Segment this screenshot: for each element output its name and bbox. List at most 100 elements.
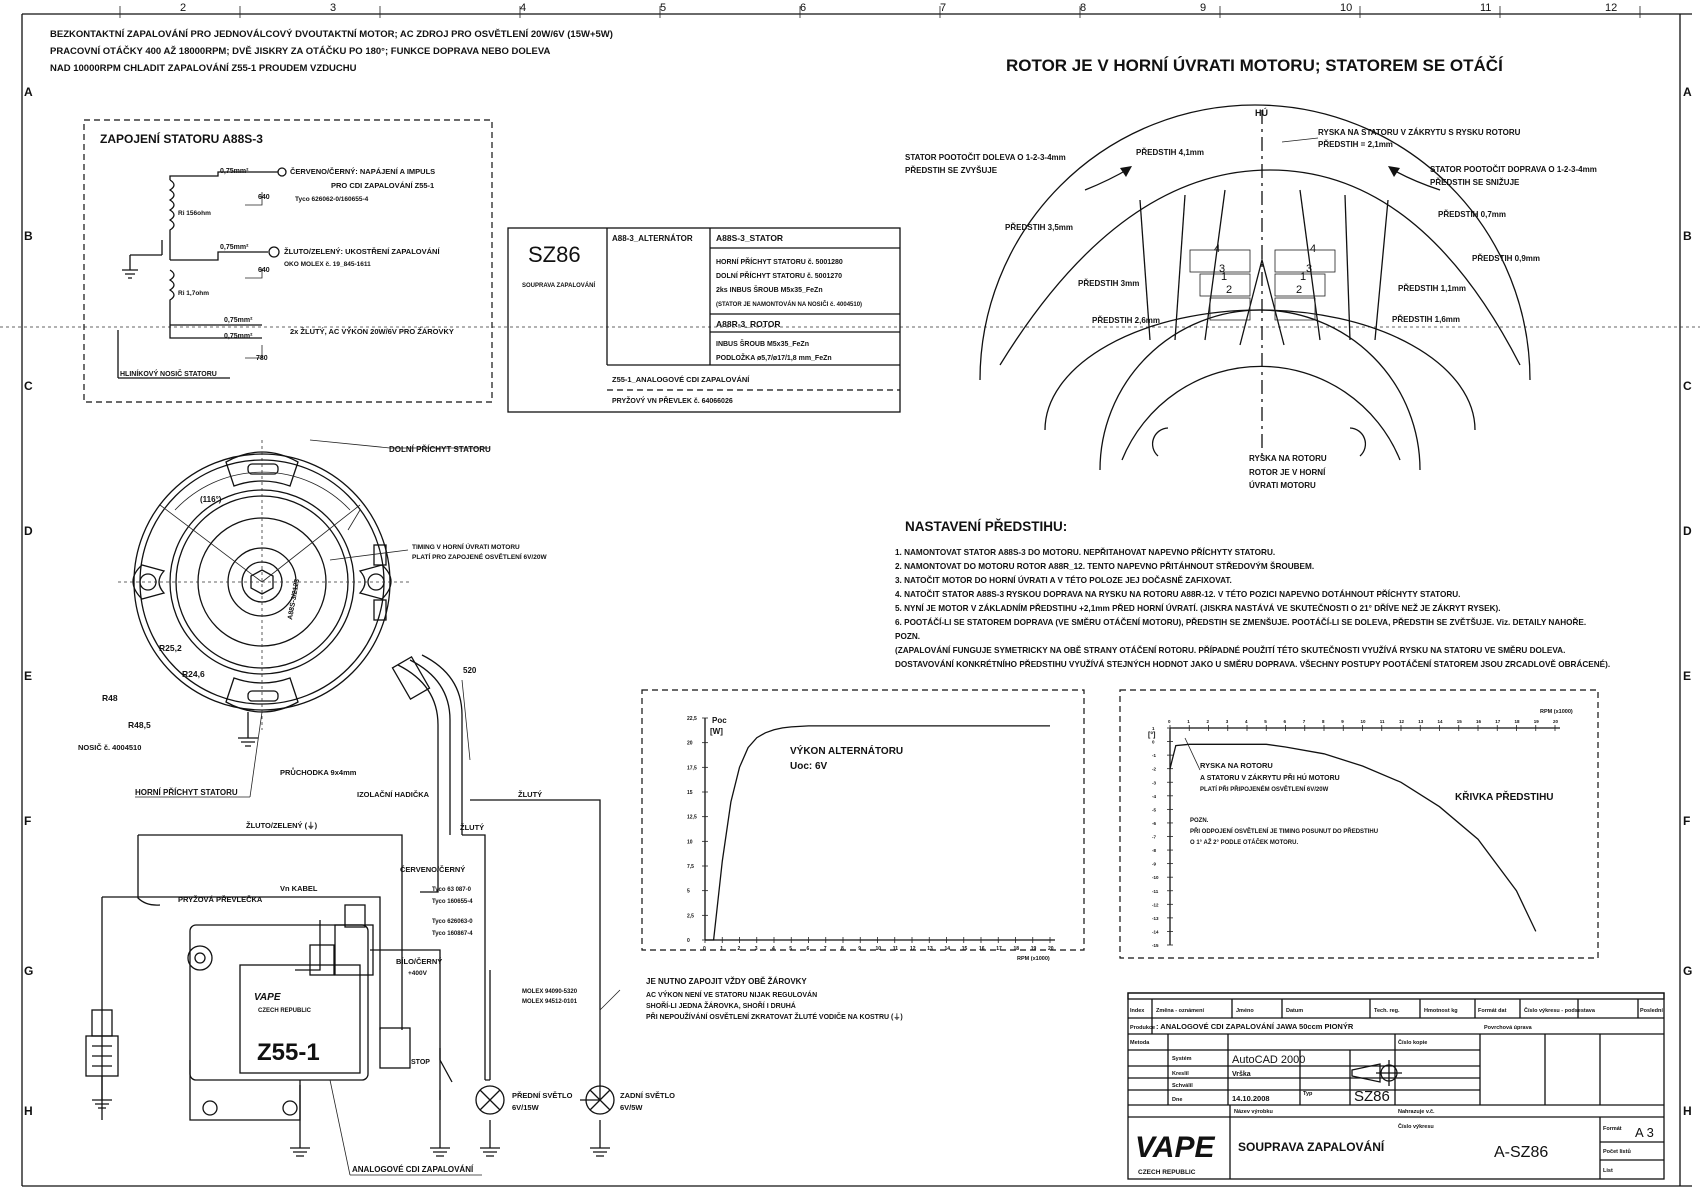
tb-label: Nahrazuje v.č. (1398, 1109, 1435, 1115)
stator-part-number: A88S-3/2123 (287, 578, 301, 620)
frame-col-label: 9 (1200, 2, 1206, 14)
stator-part-label: A88S-3_STATOR (716, 233, 783, 243)
alternator-drawing: (116°) TIMING V HORNÍ ÚVRATI MOTORU PLAT… (78, 439, 547, 799)
vape-logo-sub: CZECH REPUBLIC (1138, 1169, 1196, 1176)
tyco-connector: Tyco 626063-0 (432, 919, 473, 925)
top-dead-centre-mark: HÚ (1255, 107, 1268, 118)
x-tick-label: 10 (876, 946, 882, 952)
frame-row-label: C (1683, 379, 1692, 393)
frame-row-label: A (24, 85, 33, 99)
tyco-connector: Tyco 160655-4 (432, 899, 473, 905)
y-tick-label: -2 (1152, 767, 1156, 772)
x-tick-label: 13 (927, 946, 933, 952)
y-tick-label: -11 (1152, 889, 1159, 894)
resistance-1: Ri 156ohm (178, 210, 211, 217)
lower-clamp-label: DOLNÍ PŘÍCHYT STATORU (389, 445, 491, 454)
aluminium-carrier-label: HLINÍKOVÝ NOSIČ STATORU (120, 369, 217, 378)
chart2-note-2: PŘI ODPOJENÍ OSVĚTLENÍ JE TIMING POSUNUT… (1190, 827, 1378, 835)
advance-value: PŘEDSTIH 2,6mm (1092, 316, 1160, 325)
chart2-note-3: O 1° AŽ 2° PODLE OTÁČEK MOTORU. (1190, 838, 1298, 846)
scale-number: 1 (1221, 271, 1227, 283)
molex-connector: MOLEX 94512-0101 (522, 999, 578, 1005)
wire-gauge: 0,75mm² (224, 333, 253, 340)
left-turn-label: STATOR POOTOČIT DOLEVA O 1-2-3-4mm (905, 153, 1066, 162)
x-tick-label: 16 (979, 946, 985, 952)
y-tick-label: 7,5 (687, 864, 694, 870)
label-yellow-green-wire: ŽLUTO/ZELENÝ (⏚) (246, 821, 318, 830)
stator-box-title: ZAPOJENÍ STATORU A88S-3 (100, 131, 263, 146)
x-tick-label: 11 (893, 946, 899, 952)
y-tick-label: 22,5 (687, 716, 697, 722)
frame-row-label: E (1683, 669, 1691, 683)
lamp-note: PŘI NEPOUŽÍVÁNÍ OSVĚTLENÍ ZKRATOVAT ŽLUT… (646, 1012, 903, 1021)
x-tick-label: 4 (1245, 719, 1248, 724)
chart1-yunit: [W] (710, 727, 723, 736)
label-rear-light: ZADNÍ SVĚTLO (620, 1091, 675, 1100)
chart1-label: VÝKON ALTERNÁTORU (790, 744, 903, 757)
x-tick-label: 19 (1031, 946, 1037, 952)
tb-header: Číslo výkresu - podsestava (1524, 1007, 1596, 1014)
advance-curve (1169, 743, 1537, 932)
chart2-note: POZN. (1190, 818, 1209, 824)
tb-label: Kreslil (1172, 1071, 1189, 1077)
x-tick-label: 7 (1303, 719, 1306, 724)
tb-date: 14.10.2008 (1232, 1094, 1270, 1103)
setup-note-label: POZN. (895, 632, 920, 641)
upper-clamp-label: HORNÍ PŘÍCHYT STATORU (135, 788, 238, 797)
y-tick-label: 5 (687, 889, 690, 895)
cdi-boot-label: PRYŽOVÝ VN PŘEVLEK č. 64066026 (612, 396, 733, 405)
tb-label: Typ (1303, 1091, 1313, 1097)
x-tick-label: 8 (1322, 719, 1325, 724)
stator-item: 2ks INBUS ŠROUB M5x35_FeZn (716, 285, 823, 294)
label-front-light: PŘEDNÍ SVĚTLO (512, 1091, 573, 1100)
kit-subtitle: SOUPRAVA ZAPALOVÁNÍ (522, 281, 595, 289)
y-tick-label: -14 (1152, 929, 1159, 934)
right-turn-label: STATOR POOTOČIT DOPRAVA O 1-2-3-4mm (1430, 165, 1597, 174)
molex-connector: OKO MOLEX č. 19_845-1611 (284, 261, 371, 268)
y-tick-label: 20 (687, 741, 693, 747)
radius-label: R24,6 (182, 669, 205, 679)
y-tick-label: -8 (1152, 848, 1156, 853)
length-780: 780 (256, 355, 268, 362)
label-red-black: ČERVENO/ČERNÝ: NAPÁJENÍ A IMPULS (290, 167, 435, 176)
scale-number: 4 (1214, 243, 1220, 255)
advance-value: PŘEDSTIH 3mm (1078, 279, 1139, 288)
label-yellow-green: ŽLUTO/ZELENÝ: UKOSTŘENÍ ZAPALOVÁNÍ (284, 247, 440, 256)
length-640: 640 (258, 194, 270, 201)
frame-row-label: G (1683, 964, 1692, 978)
tb-header: Formát dat (1478, 1008, 1507, 1014)
y-tick-label: 1 (1152, 726, 1155, 731)
tb-label: Povrchová úprava (1484, 1025, 1533, 1031)
header-notes: BEZKONTAKTNÍ ZAPALOVÁNÍ PRO JEDNOVÁLCOVÝ… (50, 28, 613, 74)
header-line-2: PRACOVNÍ OTÁČKY 400 AŽ 18000RPM; DVĚ JIS… (50, 45, 550, 57)
wire-gauge: 0,75mm² (220, 244, 249, 251)
stator-item: DOLNÍ PŘÍCHYT STATORU č. 5001270 (716, 271, 842, 280)
x-tick-label: 3 (1226, 719, 1229, 724)
tb-drawing-number: A-SZ86 (1494, 1144, 1548, 1161)
advance-label: PŘEDSTIH = 2,1mm (1318, 140, 1393, 149)
y-tick-label: 10 (687, 839, 693, 845)
tb-header: Změna - oznámení (1156, 1008, 1204, 1014)
x-tick-label: 18 (1014, 946, 1020, 952)
label-front-watt: 6V/15W (512, 1103, 540, 1112)
cdi-brand-logo: VAPE (254, 992, 281, 1003)
x-tick-label: 5 (1264, 719, 1267, 724)
radius-label: R48 (102, 693, 118, 703)
timing-label: TIMING V HORNÍ ÚVRATI MOTORU (412, 542, 520, 551)
rotor-mark-label: RYSKA NA ROTORU (1249, 454, 1327, 463)
x-tick-label: 9 (1341, 719, 1344, 724)
tb-label: Číslo kopie (1398, 1039, 1427, 1046)
x-tick-label: 0 (1168, 719, 1171, 724)
kit-code: SZ86 (528, 242, 581, 267)
scale-number: 2 (1296, 284, 1302, 296)
scale-number: 3 (1306, 263, 1312, 275)
advance-value: PŘEDSTIH 1,6mm (1392, 315, 1460, 324)
tb-label: Název výrobku (1234, 1109, 1273, 1115)
alternator-label: A88-3_ALTERNÁTOR (612, 234, 693, 243)
frame-col-label: 12 (1605, 2, 1617, 14)
wire-gauge: 0,75mm² (224, 317, 253, 324)
chart2-yunit: [°] (1148, 731, 1155, 739)
tyco-connector: Tyco 63 087-0 (432, 887, 472, 893)
frame-col-label: 7 (940, 2, 946, 14)
